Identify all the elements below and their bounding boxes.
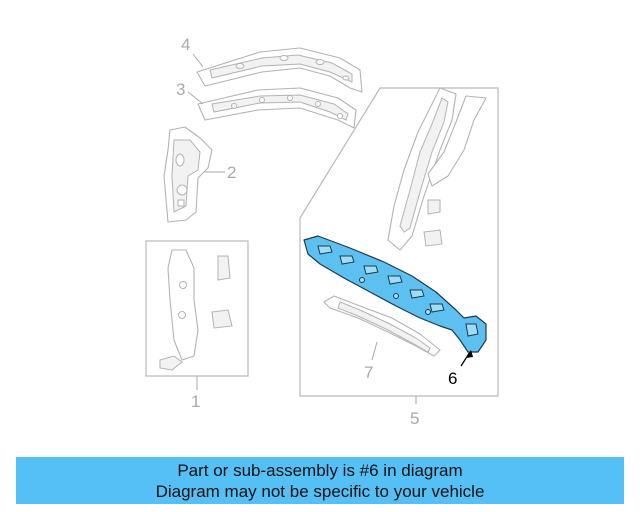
banner-line-2: Diagram may not be specific to your vehi…	[155, 481, 485, 501]
part-7-rail[interactable]	[323, 295, 441, 357]
part-6-reinforcement[interactable]	[303, 235, 487, 353]
assembly-5-box	[299, 87, 499, 397]
callout-6: 6	[448, 369, 457, 388]
parts-diagram: 4 3 2 1	[145, 35, 499, 428]
callout-3-leader	[187, 91, 204, 105]
part-5-assembly[interactable]	[387, 87, 487, 251]
callout-6-arrow	[460, 350, 473, 367]
part-2-pillar[interactable]	[163, 126, 213, 223]
part-1-assembly[interactable]	[159, 249, 233, 371]
callout-5: 5	[410, 409, 419, 428]
info-banner: Part or sub-assembly is #6 in diagram Di…	[16, 457, 624, 504]
callout-4: 4	[181, 35, 190, 54]
banner-line-1: Part or sub-assembly is #6 in diagram	[177, 460, 463, 480]
callout-2: 2	[227, 163, 236, 182]
callout-4-leader	[192, 53, 204, 68]
assembly-1-box	[145, 240, 249, 377]
part-3-rail[interactable]	[197, 87, 357, 129]
callout-7-leader	[371, 341, 378, 361]
callout-3: 3	[176, 80, 185, 99]
callout-1: 1	[191, 392, 200, 411]
callout-7: 7	[364, 363, 373, 382]
part-4-upper-rail[interactable]	[196, 47, 363, 93]
